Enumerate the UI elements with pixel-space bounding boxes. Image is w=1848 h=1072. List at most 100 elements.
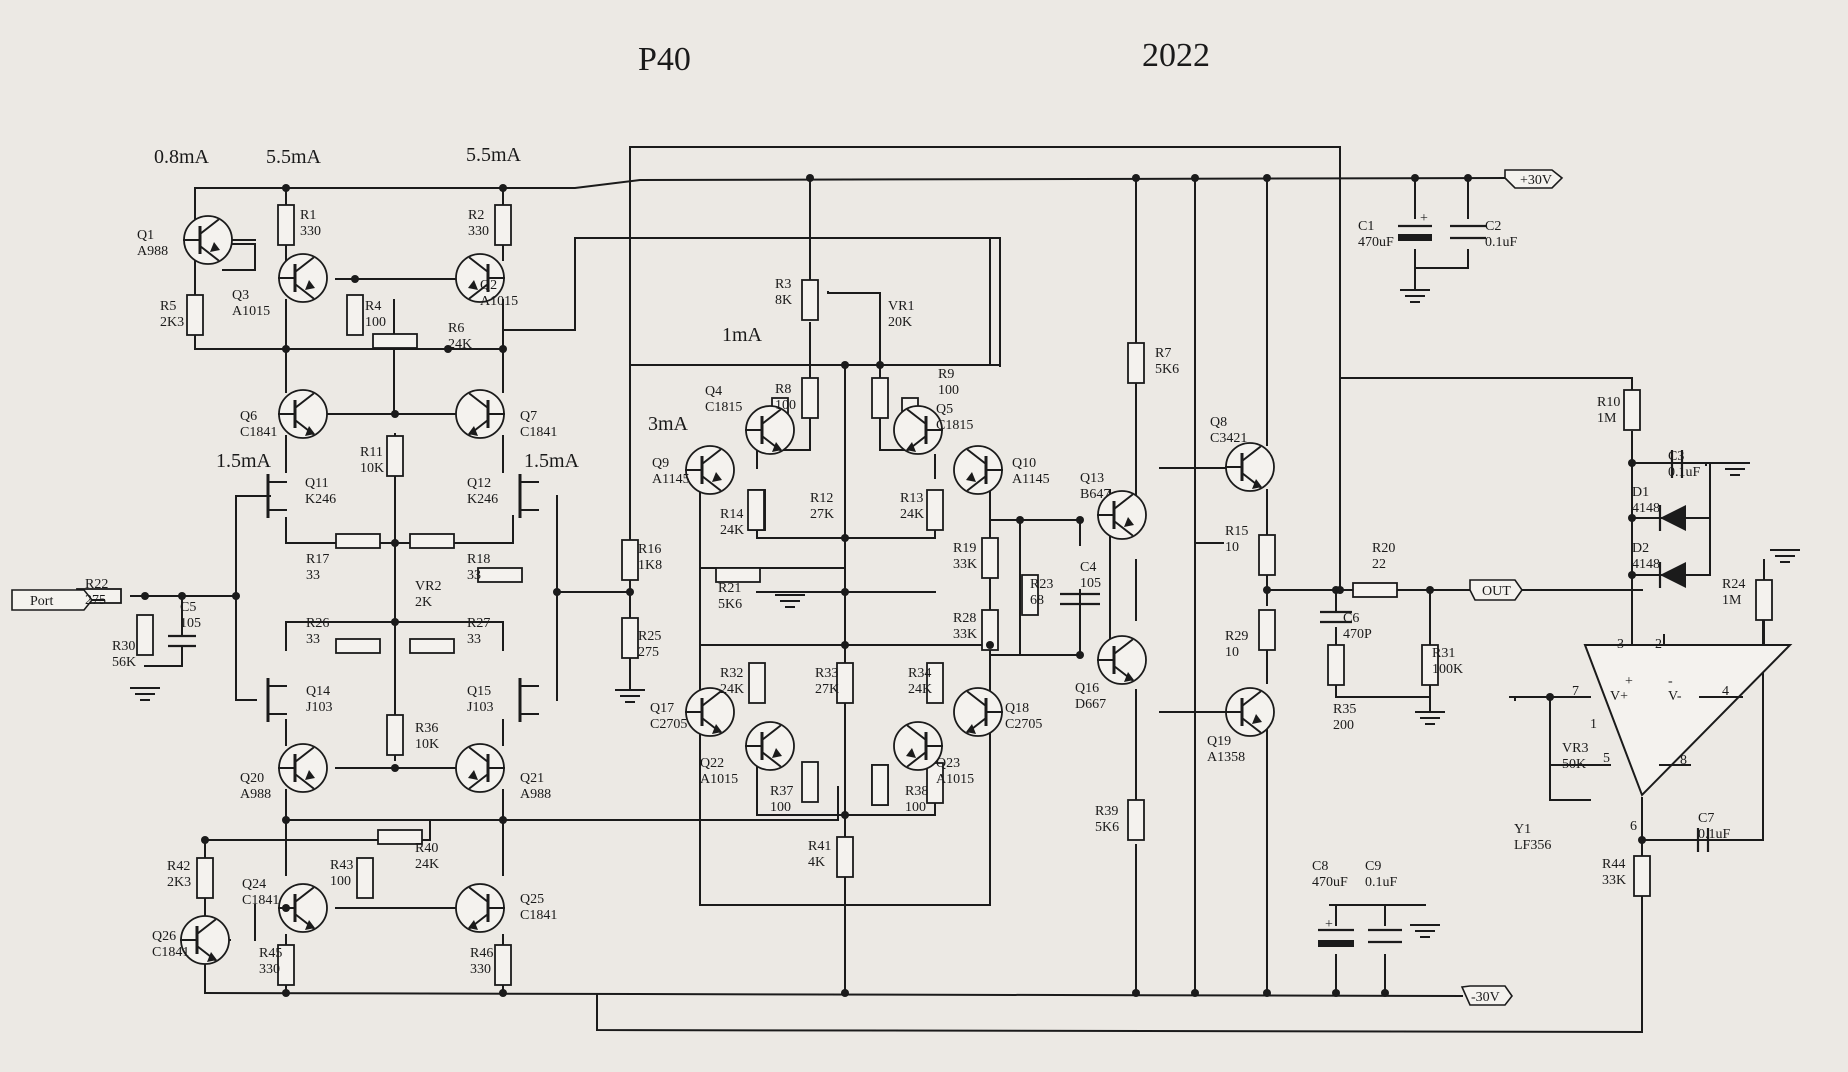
component-value: C1841 xyxy=(240,425,277,440)
component-ref: R30 xyxy=(112,639,135,654)
component-value: 68 xyxy=(1030,593,1044,608)
component-ref: C8 xyxy=(1312,859,1328,874)
capacitor-c6 xyxy=(1320,610,1352,624)
component-ref: C3 xyxy=(1668,449,1684,464)
junction-dot xyxy=(841,588,849,596)
junction-dot xyxy=(282,904,290,912)
pin-label: + xyxy=(1625,674,1633,689)
component-ref: R4 xyxy=(365,299,381,314)
output-tag: OUT xyxy=(1469,579,1523,601)
component-ref: R19 xyxy=(953,541,976,556)
junction-dot xyxy=(1263,174,1271,182)
capacitor-c1: + xyxy=(1398,211,1432,241)
junction-dot xyxy=(841,811,849,819)
jfet-transistor xyxy=(518,678,539,722)
resistor xyxy=(1421,644,1439,686)
component-value: A988 xyxy=(137,244,168,259)
component-ref: R2 xyxy=(468,208,484,223)
resistor xyxy=(386,714,404,756)
component-ref: Q16 xyxy=(1075,681,1099,696)
junction-dot xyxy=(1464,174,1472,182)
transistor-pnp xyxy=(278,743,328,793)
component-value: 24K xyxy=(900,507,924,522)
junction-group xyxy=(141,174,1646,997)
junction-dot xyxy=(391,618,399,626)
component-value: C1841 xyxy=(520,908,557,923)
resistor xyxy=(1755,579,1773,621)
component-value: 5K6 xyxy=(1095,820,1119,835)
component-ref: Q14 xyxy=(306,684,330,699)
junction-dot xyxy=(1336,586,1344,594)
ground-symbol xyxy=(1415,711,1445,725)
component-ref: R9 xyxy=(938,367,954,382)
resistor xyxy=(356,857,374,899)
component-ref: Q6 xyxy=(240,409,257,424)
jfet-transistor xyxy=(266,474,287,518)
component-value: C1841 xyxy=(242,893,279,908)
component-ref: R26 xyxy=(306,616,329,631)
component-ref: R33 xyxy=(815,666,838,681)
component-value: 0.1uF xyxy=(1365,875,1398,890)
component-value: D667 xyxy=(1075,697,1106,712)
junction-dot xyxy=(282,989,290,997)
component-ref: R38 xyxy=(905,784,928,799)
component-ref: R12 xyxy=(810,491,833,506)
junction-dot xyxy=(1638,836,1646,844)
component-ref: R28 xyxy=(953,611,976,626)
pin-label: 3 xyxy=(1617,637,1624,652)
transistor-pnp xyxy=(745,721,795,771)
resistor xyxy=(1258,534,1276,576)
component-ref: Q26 xyxy=(152,929,176,944)
component-ref: R37 xyxy=(770,784,793,799)
component-ref: Q1 xyxy=(137,228,154,243)
component-ref: R43 xyxy=(330,858,353,873)
component-ref: VR1 xyxy=(888,299,914,314)
component-value: 24K xyxy=(415,857,439,872)
component-value: 100K xyxy=(1432,662,1463,677)
component-value: 10 xyxy=(1225,540,1239,555)
resistor xyxy=(926,662,944,704)
junction-dot xyxy=(391,410,399,418)
resistor xyxy=(621,617,639,659)
component-value: LF356 xyxy=(1514,838,1551,853)
component-value: 24K xyxy=(448,337,472,352)
junction-dot xyxy=(1263,989,1271,997)
ground-symbol xyxy=(1400,289,1430,303)
component-value: 2K3 xyxy=(167,875,191,890)
component-value: A1358 xyxy=(1207,750,1245,765)
transistor-npn xyxy=(180,915,230,965)
component-value: J103 xyxy=(467,700,493,715)
resistor xyxy=(1021,574,1039,616)
resistor xyxy=(1127,342,1145,384)
junction-dot xyxy=(841,989,849,997)
transistor-pnp xyxy=(1097,490,1147,540)
component-value: C2705 xyxy=(650,717,687,732)
junction-dot xyxy=(499,816,507,824)
transistor-pnp xyxy=(278,253,328,303)
component-ref: R22 xyxy=(85,577,108,592)
capacitor-c3 xyxy=(1631,450,1721,478)
component-value: 5K6 xyxy=(718,597,742,612)
component-value: 33K xyxy=(953,627,977,642)
component-value: 33 xyxy=(306,632,320,647)
junction-dot xyxy=(1628,571,1636,579)
ground-group xyxy=(130,289,1800,938)
junction-dot xyxy=(626,588,634,596)
transistor-npn xyxy=(745,405,795,455)
component-ref: R15 xyxy=(1225,524,1248,539)
junction-dot xyxy=(499,989,507,997)
resistor xyxy=(981,609,999,651)
pin-label: 5 xyxy=(1603,751,1610,766)
resistor xyxy=(621,539,639,581)
component-value: 330 xyxy=(300,224,321,239)
resistor xyxy=(1327,644,1345,686)
component-value: 0.1uF xyxy=(1668,465,1701,480)
component-value: C1841 xyxy=(520,425,557,440)
component-value: 33 xyxy=(467,568,481,583)
component-value: 100 xyxy=(770,800,791,815)
component-ref: R29 xyxy=(1225,629,1248,644)
resistor xyxy=(1352,582,1398,598)
resistor xyxy=(335,533,381,549)
component-ref: R34 xyxy=(908,666,931,681)
component-ref: C1 xyxy=(1358,219,1374,234)
